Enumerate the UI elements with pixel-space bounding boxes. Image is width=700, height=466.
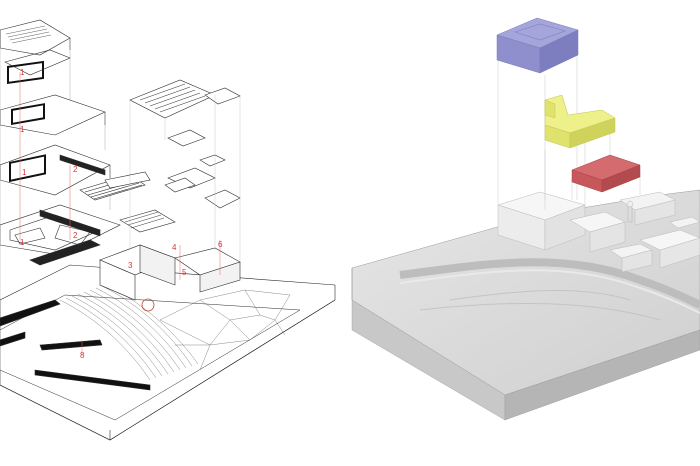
small-floating-plates — [164, 129, 241, 209]
exploded-axonometric-panel: 1 1 1 2 1 2 3 4 5 6 8 — [0, 0, 340, 466]
plane-outlines — [129, 95, 241, 260]
massing-model-drawing — [351, 17, 700, 421]
ground-buildings — [497, 191, 700, 273]
level-plan-lower — [0, 204, 121, 266]
bottom-volume — [571, 154, 641, 193]
level-plan-upper — [0, 94, 106, 136]
roof-canopy — [129, 79, 241, 119]
level-label: 1 — [20, 68, 25, 77]
level-label: 6 — [218, 240, 223, 249]
leader-lines — [19, 72, 221, 355]
level-labels: 1 1 1 2 1 2 3 4 5 6 8 — [20, 68, 223, 360]
terrain-block — [351, 189, 700, 421]
level-plan-top — [0, 19, 71, 85]
level-label: 8 — [80, 351, 85, 360]
middle-volume — [544, 94, 616, 149]
level-label: 3 — [128, 261, 133, 270]
level-label: 5 — [182, 268, 187, 277]
level-label: 2 — [73, 231, 78, 240]
stair-elements — [79, 171, 151, 201]
exploded-axonometric-drawing: 1 1 1 2 1 2 3 4 5 6 8 — [0, 19, 336, 441]
level-label: 1 — [20, 125, 25, 134]
level-label: 2 — [73, 165, 78, 174]
base-slab — [0, 264, 336, 441]
level-label: 1 — [20, 238, 25, 247]
top-volume — [496, 17, 579, 74]
level-label: 1 — [22, 168, 27, 177]
building-cluster — [99, 209, 241, 312]
massing-model-panel — [340, 0, 700, 466]
level-label: 4 — [172, 243, 177, 252]
base-dark-bands — [0, 299, 151, 391]
